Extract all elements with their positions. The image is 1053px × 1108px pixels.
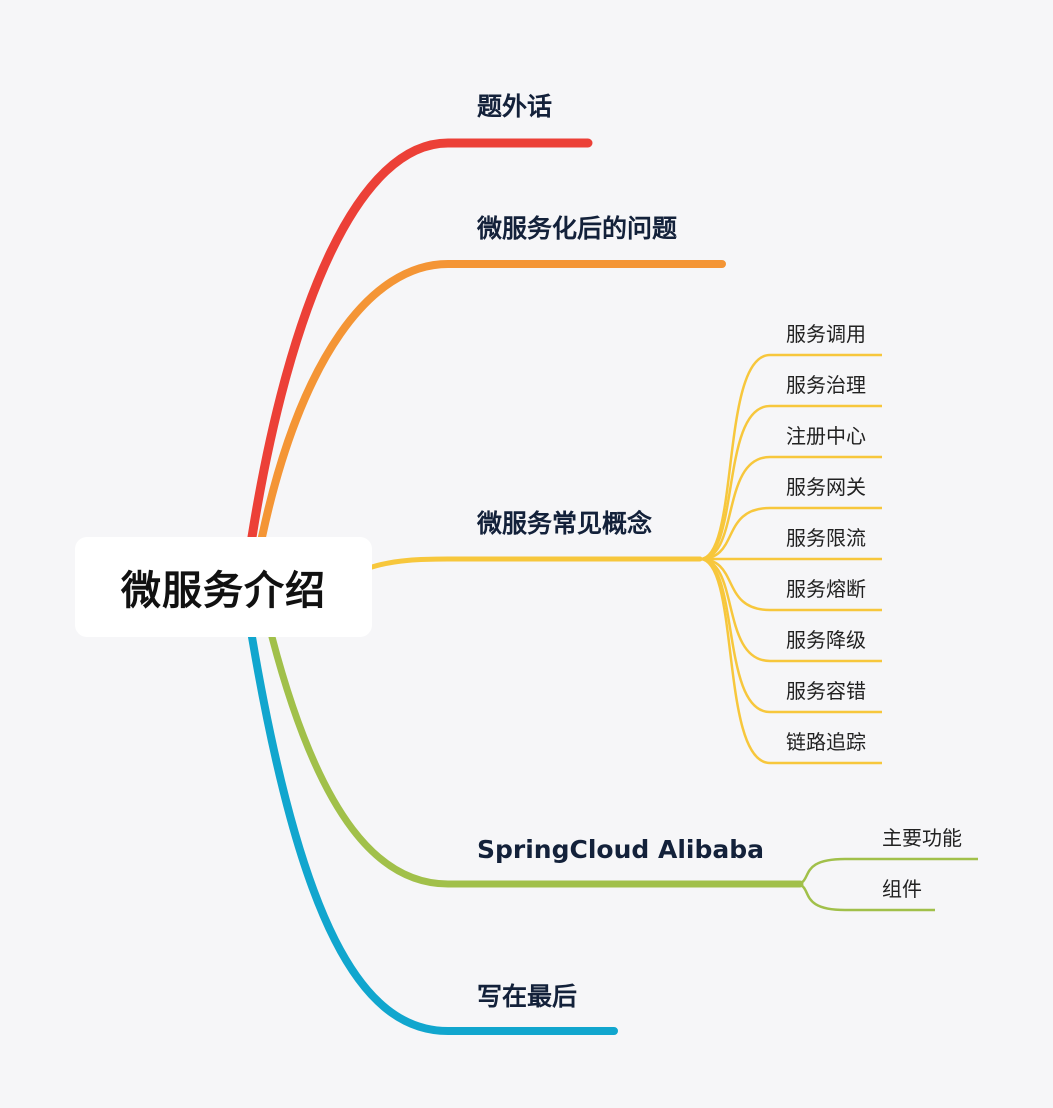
branch-connector-2: [369, 556, 703, 570]
concept-leaf-connectors: [699, 353, 882, 765]
leaf-service-governance[interactable]: 服务治理: [786, 373, 866, 397]
branch-connector-3: [268, 633, 804, 888]
branch-label-tiwaihua[interactable]: 题外话: [477, 92, 553, 121]
concept-leaf-connector-8: [699, 557, 882, 765]
leaf-degradation[interactable]: 服务降级: [786, 628, 866, 652]
branch-label-springcloud[interactable]: SpringCloud Alibaba: [477, 835, 764, 864]
springcloud-leaf-connector-1: [794, 882, 935, 912]
branch-connector-0: [247, 138, 593, 542]
concept-leaf-connector-6: [699, 557, 882, 663]
leaf-circuit-breaker[interactable]: 服务熔断: [786, 577, 866, 601]
springcloud-leaf-connectors: [794, 857, 978, 912]
leaf-service-call[interactable]: 服务调用: [786, 322, 866, 346]
concept-leaf-connector-2: [699, 455, 882, 561]
branch-connector-1: [258, 260, 726, 541]
branch-label-concepts[interactable]: 微服务常见概念: [477, 509, 653, 538]
concept-leaf-connector-1: [699, 404, 882, 561]
leaf-main-features[interactable]: 主要功能: [882, 826, 962, 850]
leaf-registry-center[interactable]: 注册中心: [786, 424, 866, 448]
branch-label-problems[interactable]: 微服务化后的问题: [477, 214, 678, 243]
springcloud-leaf-connector-0: [794, 857, 978, 886]
concept-leaf-connector-5: [699, 557, 882, 612]
leaf-components[interactable]: 组件: [882, 877, 922, 901]
root-label: 微服务介绍: [121, 568, 326, 614]
leaf-service-gateway[interactable]: 服务网关: [786, 475, 866, 499]
leaf-fault-tolerance[interactable]: 服务容错: [786, 679, 866, 703]
branch-connector-4: [248, 633, 618, 1035]
root-node[interactable]: 微服务介绍: [75, 537, 372, 637]
concept-leaf-connector-3: [699, 506, 882, 561]
leaf-rate-limiting[interactable]: 服务限流: [786, 526, 866, 550]
leaf-tracing[interactable]: 链路追踪: [786, 730, 866, 754]
concept-leaf-connector-0: [699, 353, 882, 561]
branch-label-closing[interactable]: 写在最后: [477, 982, 578, 1011]
